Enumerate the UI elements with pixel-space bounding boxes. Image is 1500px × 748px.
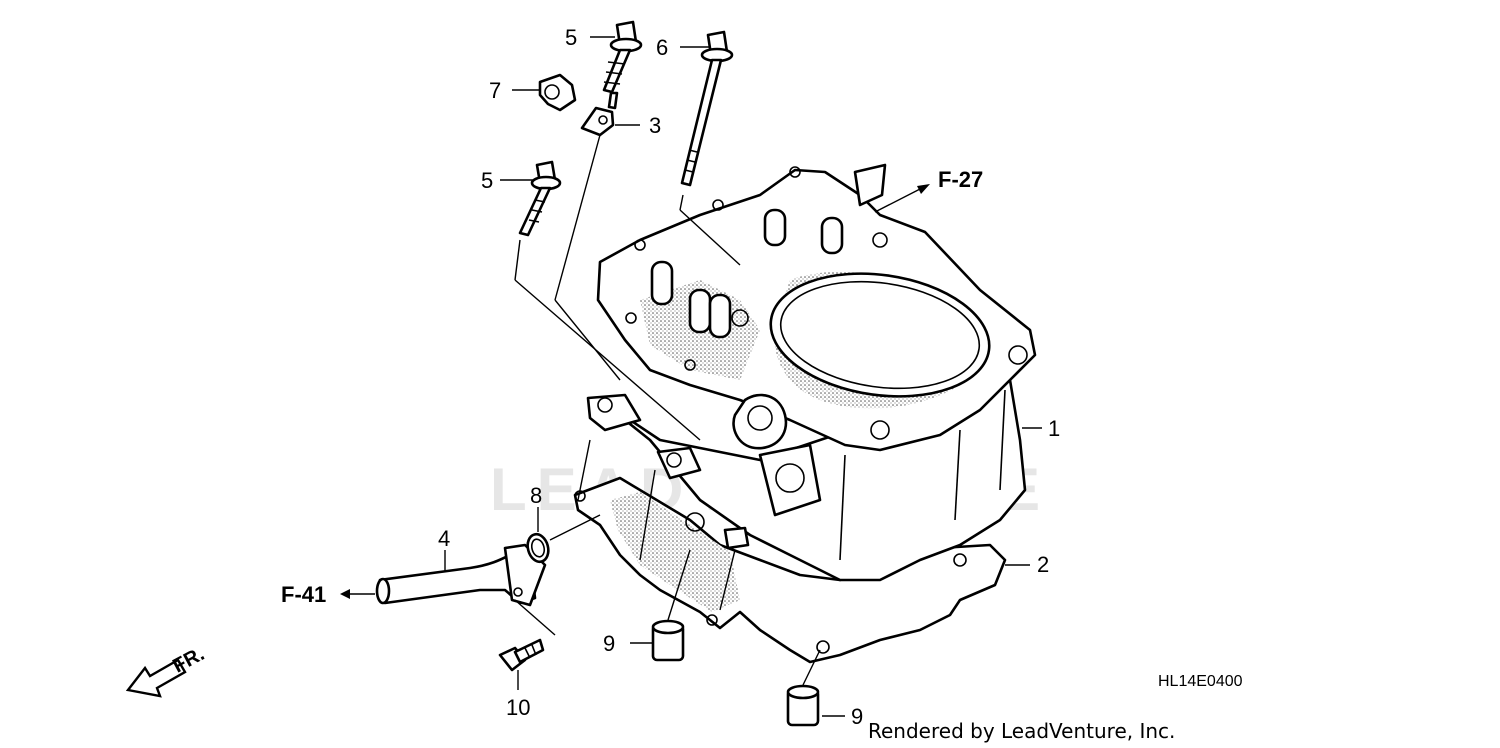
callout-2: 2 — [1037, 552, 1049, 577]
cylinder-block — [586, 163, 1037, 582]
water-joint-4 — [375, 543, 547, 607]
o-ring-8 — [526, 532, 550, 564]
ref-f27: F-27 — [938, 167, 983, 192]
callout-10: 10 — [506, 695, 530, 720]
cylinder-base-gasket — [573, 476, 1007, 664]
bolt-6-long — [680, 30, 734, 187]
callout-6: 6 — [656, 35, 668, 60]
front-direction-arrow-icon — [125, 658, 187, 698]
callout-4: 4 — [438, 526, 450, 551]
leader-lines — [340, 36, 1042, 717]
callout-5-upper: 5 — [565, 25, 577, 50]
callout-5-lower: 5 — [481, 168, 493, 193]
dowel-pin-9-right — [786, 684, 820, 727]
ref-f41: F-41 — [281, 582, 326, 607]
callout-9-right: 9 — [851, 704, 863, 729]
bolt-5-lower — [518, 160, 562, 237]
callout-7: 7 — [489, 78, 501, 103]
callout-1: 1 — [1048, 416, 1060, 441]
callout-8: 8 — [530, 483, 542, 508]
callout-9-left: 9 — [603, 631, 615, 656]
bolt-5-upper — [602, 20, 643, 110]
bolt-10 — [498, 638, 545, 672]
dowel-pin-9-left — [651, 619, 685, 662]
callout-3: 3 — [649, 113, 661, 138]
hose-clip-7 — [538, 73, 577, 112]
diagram-code: HL14E0400 — [1158, 673, 1243, 690]
clamp-bracket-3 — [580, 106, 615, 137]
render-credit: Rendered by LeadVenture, Inc. — [868, 719, 1175, 743]
